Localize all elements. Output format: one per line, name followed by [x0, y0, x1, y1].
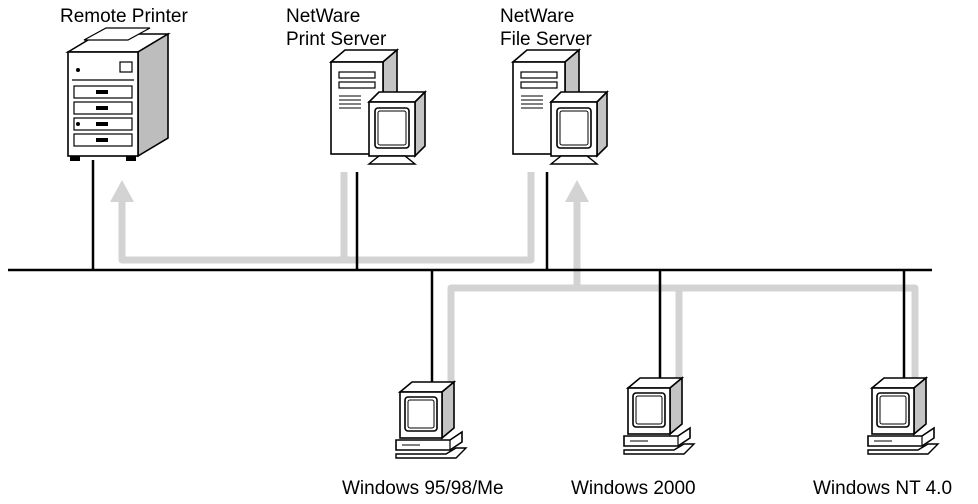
- print-server-label-line2: Print Server: [286, 29, 387, 50]
- arrow-up-icon: [110, 180, 134, 202]
- workstation-icon: [867, 377, 939, 455]
- arrow-up-icon: [565, 180, 589, 202]
- remote-printer-label: Remote Printer: [60, 6, 188, 27]
- server-icon: [512, 49, 608, 165]
- file-server-label: NetWare File Server: [500, 5, 592, 51]
- flow-path-servers-to-printer: [118, 172, 535, 264]
- file-server-label-line2: File Server: [500, 29, 592, 50]
- win9x-label: Windows 95/98/Me: [342, 478, 504, 499]
- file-server-label-line1: NetWare: [500, 6, 575, 27]
- workstation-icon: [623, 377, 695, 455]
- print-server-label: NetWare Print Server: [286, 5, 386, 51]
- print-server-label-line1: NetWare: [286, 6, 361, 27]
- workstation-icon: [395, 381, 467, 459]
- winnt-label: Windows NT 4.0: [813, 478, 953, 499]
- server-icon: [330, 49, 426, 165]
- win2000-label: Windows 2000: [571, 478, 696, 499]
- flow-path-clients-to-fileserver: [447, 200, 919, 390]
- printer-icon: [65, 27, 171, 161]
- network-lines: [8, 160, 932, 390]
- data-flow-paths: [118, 172, 919, 390]
